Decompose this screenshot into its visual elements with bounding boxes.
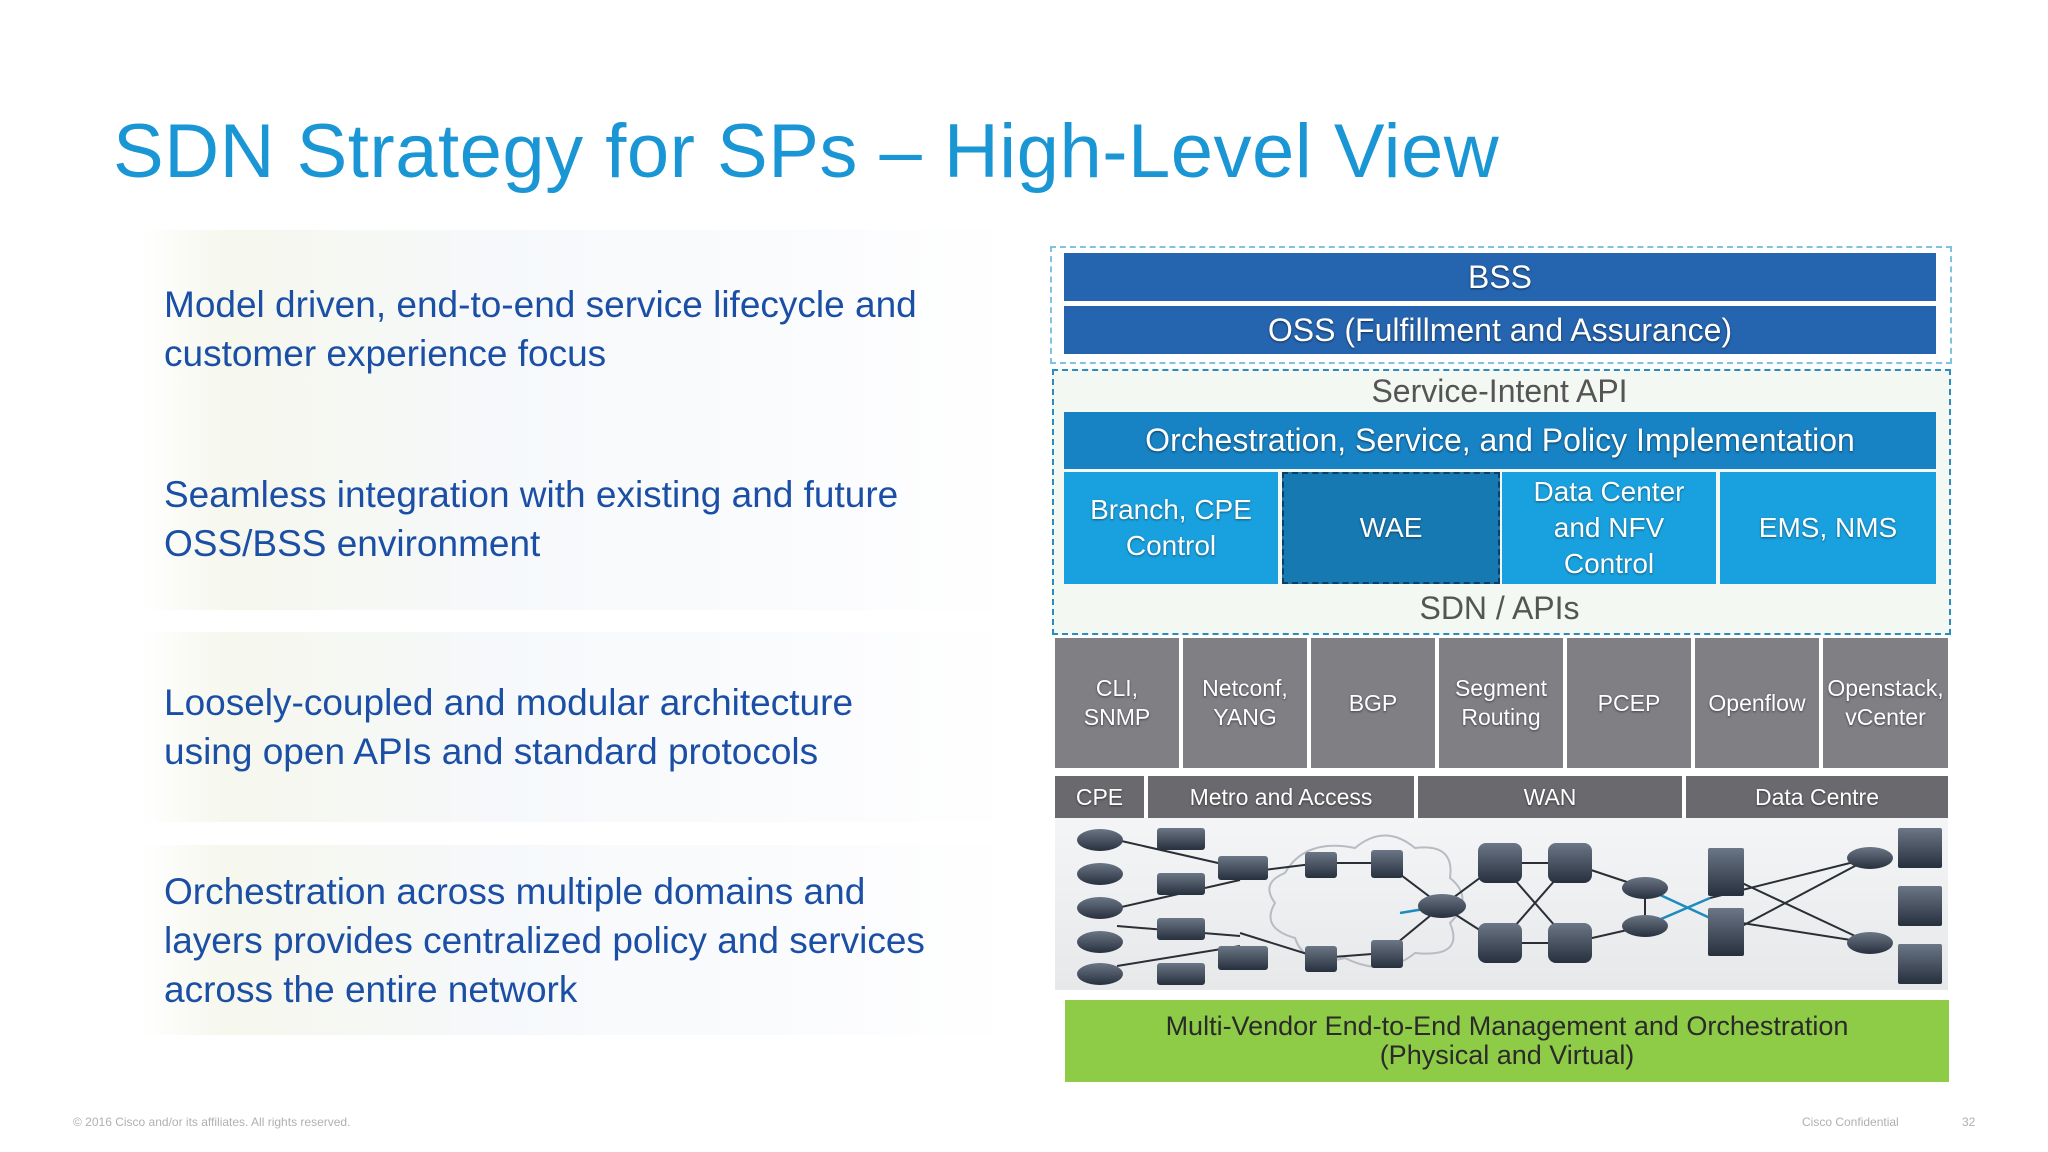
- oss-bss-group-border: [1050, 246, 1952, 364]
- protocol-line: BGP: [1348, 689, 1398, 716]
- bullet-line: Model driven, end-to-end service lifecyc…: [164, 284, 917, 325]
- service-intent-api-label: Service-Intent API: [1371, 373, 1628, 409]
- domain-data-centre: Data Centre: [1686, 776, 1948, 818]
- branch-cpe-control-box: Branch, CPE Control: [1064, 472, 1278, 584]
- bullet-item: Loosely-coupled and modular architecture…: [164, 678, 853, 776]
- control-line: WAE: [1359, 512, 1423, 543]
- protocol-bgp: BGP: [1311, 638, 1435, 768]
- control-line: Control: [1125, 530, 1217, 561]
- protocol-pcep: PCEP: [1567, 638, 1691, 768]
- management-line: (Physical and Virtual): [1379, 1040, 1635, 1070]
- management-line: Multi-Vendor End-to-End Management and O…: [1165, 1011, 1849, 1041]
- protocol-line: Routing: [1461, 704, 1541, 730]
- management-orchestration-bar: Multi-Vendor End-to-End Management and O…: [1065, 1000, 1949, 1082]
- domain-wan: WAN: [1418, 776, 1682, 818]
- orchestration-layer: Orchestration, Service, and Policy Imple…: [1064, 412, 1936, 469]
- protocol-line: YANG: [1213, 704, 1277, 730]
- page-number: 32: [1962, 1115, 1976, 1129]
- protocol-openstack-vcenter: Openstack, vCenter: [1823, 638, 1948, 768]
- oss-layer: OSS (Fulfillment and Assurance): [1064, 306, 1936, 354]
- protocol-line: Netconf,: [1202, 675, 1288, 701]
- bullet-group-mid: Loosely-coupled and modular architecture…: [140, 632, 1020, 822]
- protocol-line: SNMP: [1083, 704, 1151, 730]
- ems-nms-box: EMS, NMS: [1720, 472, 1936, 584]
- control-line: EMS, NMS: [1758, 512, 1898, 543]
- protocol-line: Segment: [1454, 675, 1548, 701]
- bullet-line: using open APIs and standard protocols: [164, 731, 819, 772]
- bullet-item: Seamless integration with existing and f…: [164, 470, 917, 568]
- bullet-item: Orchestration across multiple domains an…: [164, 867, 925, 1014]
- bss-layer: BSS: [1064, 253, 1936, 301]
- network-topology-icon: [1077, 828, 1942, 985]
- bullet-line: customer experience focus: [164, 333, 607, 374]
- control-line: Branch, CPE: [1090, 494, 1252, 525]
- protocol-line: Openflow: [1708, 689, 1806, 716]
- protocol-line: vCenter: [1845, 704, 1926, 730]
- bullet-item: Model driven, end-to-end service lifecyc…: [164, 280, 917, 378]
- bullet-line: Orchestration across multiple domains an…: [164, 870, 866, 912]
- protocol-netconf-yang: Netconf, YANG: [1183, 638, 1307, 768]
- bullet-line: across the entire network: [164, 968, 578, 1010]
- protocol-line: Openstack,: [1827, 675, 1944, 701]
- slide-title: SDN Strategy for SPs – High-Level View: [113, 109, 1500, 194]
- domain-metro-access: Metro and Access: [1148, 776, 1414, 818]
- network-topology-illustration: [1055, 818, 1948, 990]
- control-line: and NFV: [1553, 512, 1665, 543]
- protocol-cli-snmp: CLI, SNMP: [1055, 638, 1179, 768]
- protocol-line: CLI,: [1095, 675, 1139, 701]
- bullet-group-bottom: Orchestration across multiple domains an…: [140, 845, 1020, 1035]
- protocol-openflow: Openflow: [1695, 638, 1819, 768]
- bullet-line: OSS/BSS environment: [164, 523, 541, 564]
- data-center-nfv-control-box: Data Center and NFV Control: [1502, 472, 1716, 584]
- bullet-line: Loosely-coupled and modular architecture: [164, 682, 854, 723]
- bullet-line: layers provides centralized policy and s…: [164, 919, 925, 961]
- footer-confidential: Cisco Confidential: [1802, 1115, 1899, 1129]
- control-line: Data Center: [1533, 476, 1685, 507]
- domain-cpe: CPE: [1055, 776, 1144, 818]
- footer-copyright: © 2016 Cisco and/or its affiliates. All …: [73, 1115, 351, 1129]
- protocol-line: PCEP: [1597, 689, 1661, 716]
- bullet-line: Seamless integration with existing and f…: [164, 474, 899, 515]
- control-line: Control: [1563, 548, 1655, 579]
- bullet-group-top: Model driven, end-to-end service lifecyc…: [140, 230, 1020, 610]
- sdn-apis-label: SDN / APIs: [1419, 590, 1580, 626]
- wae-box: WAE: [1282, 472, 1500, 584]
